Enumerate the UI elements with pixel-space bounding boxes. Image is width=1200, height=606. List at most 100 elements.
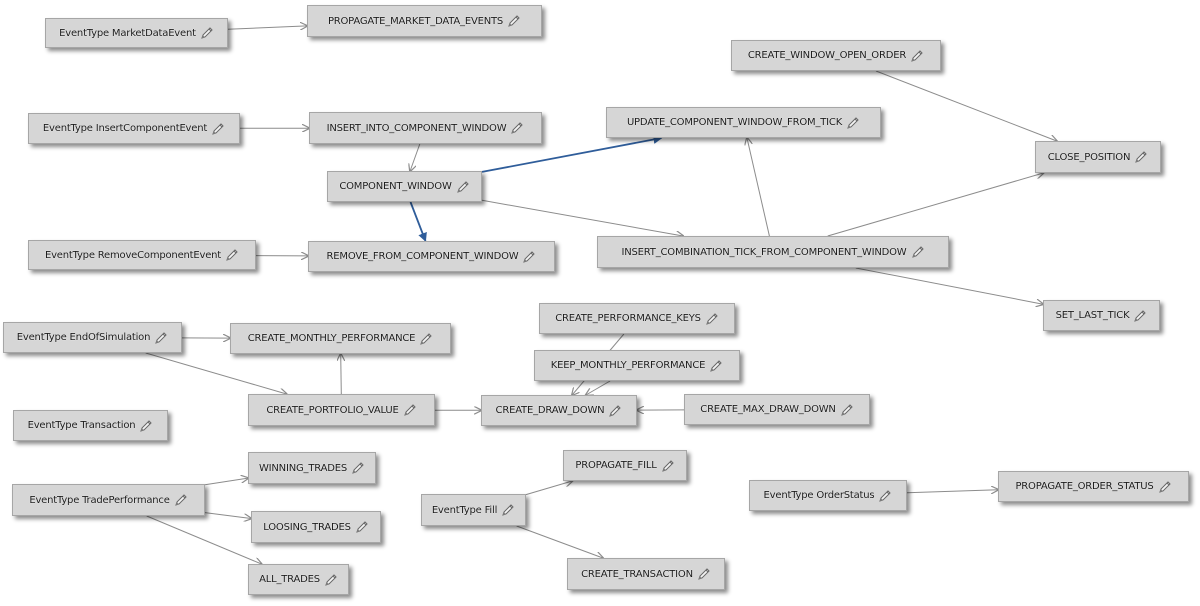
pencil-icon[interactable] (211, 122, 225, 136)
node-label: KEEP_MONTHLY_PERFORMANCE (550, 360, 706, 371)
pencil-icon[interactable] (225, 248, 239, 262)
pencil-icon[interactable] (419, 332, 433, 346)
node-label: EventType EndOfSimulation (16, 332, 151, 343)
node-label: EventType TradePerformance (29, 494, 170, 506)
edge-arrow (146, 515, 262, 564)
diagram-node[interactable]: EventType Fill (421, 494, 526, 526)
edge-arrow (525, 481, 572, 496)
pencil-icon[interactable] (501, 503, 515, 517)
pencil-icon[interactable] (705, 312, 719, 326)
pencil-icon[interactable] (355, 520, 369, 534)
diagram-node[interactable]: REMOVE_FROM_COMPONENT_WINDOW (308, 241, 555, 272)
node-label: PROPAGATE_MARKET_DATA_EVENTS (327, 15, 504, 27)
diagram-node[interactable]: ALL_TRADES (248, 564, 349, 595)
edge-arrow (481, 135, 663, 173)
node-label: UPDATE_COMPONENT_WINDOW_FROM_TICK (626, 117, 843, 128)
diagram-node[interactable]: PROPAGATE_ORDER_STATUS (998, 471, 1189, 502)
edge-arrow (409, 201, 427, 242)
node-label: CREATE_PERFORMANCE_KEYS (555, 313, 701, 324)
pencil-icon[interactable] (403, 403, 417, 417)
diagram-node[interactable]: CREATE_DRAW_DOWN (481, 395, 637, 426)
edge-arrow (827, 173, 1044, 237)
node-label: INSERT_INTO_COMPONENT_WINDOW (326, 122, 507, 134)
diagram-node[interactable]: PROPAGATE_MARKET_DATA_EVENTS (307, 5, 542, 37)
diagram-node[interactable]: CREATE_PERFORMANCE_KEYS (539, 303, 735, 334)
pencil-icon[interactable] (507, 14, 521, 28)
diagram-node[interactable]: INSERT_INTO_COMPONENT_WINDOW (309, 112, 542, 144)
pencil-icon[interactable] (510, 121, 524, 135)
edge-arrow (341, 354, 342, 395)
pencil-icon[interactable] (709, 359, 723, 373)
node-label: EventType Transaction (27, 420, 136, 431)
diagram-node[interactable]: WINNING_TRADES (248, 452, 376, 484)
edge-arrow (747, 138, 770, 237)
pencil-icon[interactable] (840, 403, 854, 417)
diagram-node[interactable]: CREATE_WINDOW_OPEN_ORDER (731, 40, 941, 71)
diagram-node[interactable]: EventType Transaction (13, 410, 168, 441)
diagram-node[interactable]: CREATE_MAX_DRAW_DOWN (684, 394, 870, 425)
node-label: WINNING_TRADES (258, 462, 348, 474)
edge-arrow (481, 199, 683, 236)
pencil-icon[interactable] (351, 461, 365, 475)
diagram-node[interactable]: EventType EndOfSimulation (3, 322, 182, 353)
node-label: EventType InsertComponentEvent (42, 123, 208, 134)
node-label: EventType OrderStatus (763, 490, 875, 501)
node-label: ALL_TRADES (259, 574, 320, 585)
diagram-node[interactable]: EventType RemoveComponentEvent (28, 240, 256, 270)
pencil-icon[interactable] (846, 116, 860, 130)
diagram-node[interactable]: CREATE_PORTFOLIO_VALUE (248, 394, 435, 426)
diagram-node[interactable]: SET_LAST_TICK (1043, 300, 1160, 331)
pencil-icon[interactable] (910, 49, 924, 63)
pencil-icon[interactable] (139, 419, 153, 433)
node-label: CREATE_DRAW_DOWN (495, 405, 605, 416)
pencil-icon[interactable] (661, 459, 675, 473)
node-label: REMOVE_FROM_COMPONENT_WINDOW (326, 251, 519, 262)
diagram-node[interactable]: CREATE_TRANSACTION (567, 558, 725, 590)
diagram-node[interactable]: UPDATE_COMPONENT_WINDOW_FROM_TICK (606, 107, 881, 138)
node-label: EventType Fill (431, 504, 498, 516)
node-label: CREATE_MAX_DRAW_DOWN (700, 404, 836, 415)
diagram-node[interactable]: KEEP_MONTHLY_PERFORMANCE (534, 350, 740, 381)
edge-arrow (145, 352, 287, 394)
diagram-node[interactable]: CREATE_MONTHLY_PERFORMANCE (230, 323, 451, 354)
node-label: PROPAGATE_FILL (575, 460, 657, 471)
diagram-node[interactable]: PROPAGATE_FILL (563, 450, 687, 481)
diagram-node[interactable]: EventType OrderStatus (749, 480, 907, 511)
node-label: CLOSE_POSITION (1047, 151, 1131, 163)
diagram-node[interactable]: INSERT_COMBINATION_TICK_FROM_COMPONENT_W… (597, 236, 949, 268)
pencil-icon[interactable] (608, 404, 622, 418)
node-label: PROPAGATE_ORDER_STATUS (1015, 481, 1154, 492)
diagram-node[interactable]: EventType MarketDataEvent (45, 18, 228, 48)
edge-arrow (516, 525, 603, 558)
node-label: EventType RemoveComponentEvent (44, 249, 222, 261)
node-label: SET_LAST_TICK (1055, 310, 1130, 321)
pencil-icon[interactable] (522, 250, 536, 264)
pencil-icon[interactable] (174, 493, 188, 507)
pencil-icon[interactable] (697, 567, 711, 581)
pencil-icon[interactable] (200, 26, 214, 40)
diagram-node[interactable]: EventType InsertComponentEvent (28, 113, 240, 144)
edge-arrow (410, 143, 421, 171)
edge-arrow (875, 70, 1057, 141)
pencil-icon[interactable] (911, 245, 925, 259)
edge-arrow (855, 267, 1043, 304)
diagram-node[interactable]: CLOSE_POSITION (1035, 141, 1161, 173)
node-label: CREATE_WINDOW_OPEN_ORDER (747, 50, 907, 61)
pencil-icon[interactable] (154, 331, 168, 345)
node-label: LOOSING_TRADES (263, 521, 351, 533)
pencil-icon[interactable] (1134, 150, 1148, 164)
pencil-icon[interactable] (456, 180, 470, 194)
node-label: CREATE_PORTFOLIO_VALUE (266, 404, 399, 416)
diagram-node[interactable]: EventType TradePerformance (12, 484, 205, 516)
edge-arrow (227, 26, 307, 29)
pencil-icon[interactable] (1158, 480, 1172, 494)
node-label: COMPONENT_WINDOW (339, 181, 452, 192)
node-label: CREATE_TRANSACTION (581, 568, 693, 580)
pencil-icon[interactable] (324, 573, 338, 587)
edge-arrow (204, 512, 251, 519)
diagram-node[interactable]: LOOSING_TRADES (251, 511, 381, 543)
pencil-icon[interactable] (878, 489, 892, 503)
diagram-node[interactable]: COMPONENT_WINDOW (327, 171, 482, 202)
pencil-icon[interactable] (1133, 309, 1147, 323)
